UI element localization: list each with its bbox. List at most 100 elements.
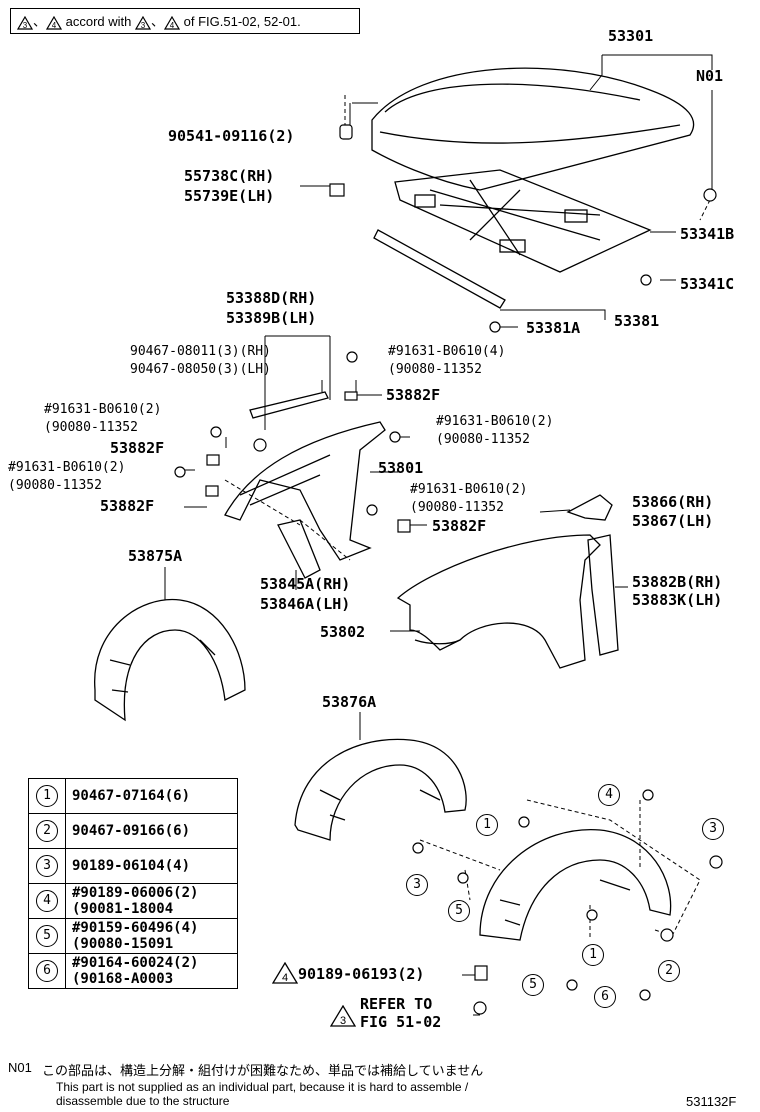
- legend-part: 90467-09166(6): [72, 823, 191, 839]
- callout-2: 2: [658, 960, 680, 982]
- label-91631-b0610-2a: #91631-B0610(2): [44, 402, 162, 417]
- fender-seal-drawing: [249, 391, 329, 419]
- clip-53381a: [489, 321, 501, 333]
- label-90080-11352-e: (90080-11352: [410, 500, 504, 515]
- callout-5a: 5: [448, 900, 470, 922]
- legend-alt-part: (90080-15091: [72, 936, 174, 952]
- label-53882f-c: 53882F: [100, 497, 155, 515]
- callout-1b: 1: [582, 944, 604, 966]
- label-91631-b0610-2b: #91631-B0610(2): [436, 414, 554, 429]
- clip-90467: [253, 438, 267, 452]
- label-90080-11352-d: (90080-11352: [8, 478, 102, 493]
- hood-panel-drawing: [371, 67, 695, 191]
- label-53802: 53802: [320, 623, 366, 641]
- header-reference-note: 3、4 accord with 3、4 of FIG.51-02, 52-01.: [10, 8, 360, 34]
- label-91631-b0610-2d: #91631-B0610(2): [410, 482, 528, 497]
- label-55738c: 55738C(RH): [184, 167, 275, 185]
- label-53341c: 53341C: [680, 275, 735, 293]
- label-90541-09116: 90541-09116(2): [168, 127, 295, 145]
- footer-english-note-1: This part is not supplied as an individu…: [56, 1080, 469, 1094]
- triangle-marker-icon: 4: [163, 15, 181, 30]
- legend-part: 90189-06104(4): [72, 858, 191, 874]
- clip-c2: [660, 928, 674, 942]
- clip-c5b: [566, 979, 578, 991]
- label-90080-11352-a: (90080-11352: [388, 362, 482, 377]
- label-53866: 53866(RH): [632, 493, 714, 511]
- header-text-fig: of FIG.51-02, 52-01.: [183, 14, 301, 29]
- washer-53882f-2: [206, 454, 220, 466]
- fender-liner-strip-drawing: [587, 534, 619, 656]
- header-text-accord: accord with: [65, 14, 132, 29]
- legend-part: 90467-07164(6): [72, 788, 191, 804]
- svg-text:3: 3: [23, 21, 28, 30]
- legend-row: 6 #90164-60024(2)(90168-A0003: [28, 953, 238, 989]
- front-fender-drawing: [396, 534, 601, 669]
- label-53882f-a: 53882F: [386, 386, 441, 404]
- svg-text:4: 4: [282, 972, 288, 984]
- figure-code: 531132F: [686, 1094, 737, 1109]
- bolt-91631-3: [174, 466, 186, 478]
- label-91631-b0610-2c: #91631-B0610(2): [8, 460, 126, 475]
- label-53882f-b: 53882F: [110, 439, 165, 457]
- fender-mount-bracket-drawing: [566, 494, 613, 521]
- label-53381: 53381: [614, 312, 660, 330]
- clip-53341c: [640, 274, 652, 286]
- legend-number: 4: [36, 890, 58, 912]
- legend-number: 3: [36, 855, 58, 877]
- clip-c6: [639, 989, 651, 1001]
- legend-row: 3 90189-06104(4): [28, 848, 238, 884]
- bolt-refer: [473, 1001, 487, 1015]
- label-90189-06193: 90189-06193(2): [298, 965, 425, 983]
- fender-bracket-drawing: [277, 519, 321, 579]
- legend-alt-part: (90168-A0003: [72, 971, 174, 987]
- triangle-marker-icon: 4: [45, 15, 63, 30]
- bolt-91631-5: [366, 504, 378, 516]
- label-53883k: 53883K(LH): [632, 591, 723, 609]
- label-53882b: 53882B(RH): [632, 573, 723, 591]
- hood-inner-frame-drawing: [394, 169, 652, 273]
- triangle-callout-3: 3: [330, 1005, 356, 1027]
- label-53389b: 53389B(LH): [226, 309, 317, 327]
- clip-c4a: [642, 789, 654, 801]
- footer-n01: N01: [8, 1060, 32, 1075]
- label-90467-08011: 90467-08011(3)(RH): [130, 344, 271, 359]
- label-91631-b0610-4: #91631-B0610(4): [388, 344, 506, 359]
- clip-n01: [703, 188, 717, 202]
- legend-alt-part: (90081-18004: [72, 901, 174, 917]
- separator: 、: [33, 14, 47, 29]
- washer-53882f-4: [397, 519, 411, 533]
- footer-english-note-2: disassemble due to the structure: [56, 1094, 230, 1108]
- washer-53882f-1: [344, 391, 358, 401]
- clip-c3b: [709, 855, 723, 869]
- clip-c1b: [586, 909, 598, 921]
- label-53876a: 53876A: [322, 693, 377, 711]
- legend-row: 4#90189-06006(2)(90081-18004: [28, 883, 238, 919]
- svg-text:3: 3: [141, 21, 146, 30]
- legend-part: #90164-60024(2): [72, 955, 199, 971]
- triangle-marker-icon: 3: [16, 15, 34, 30]
- clip-c3a: [412, 842, 424, 854]
- label-90080-11352-b: (90080-11352: [44, 420, 138, 435]
- label-53867: 53867(LH): [632, 512, 714, 530]
- wheel-liner-lower-drawing: [479, 829, 672, 941]
- callout-1a: 1: [476, 814, 498, 836]
- clip-c1a: [518, 816, 530, 828]
- clip-c5a: [457, 872, 469, 884]
- wheel-liner-front-drawing: [294, 738, 467, 841]
- bolt-91631-4: [389, 431, 401, 443]
- legend-number: 6: [36, 960, 58, 982]
- footer-japanese-note: この部品は、構造上分解・組付けが困難なため、単品では補給していません: [42, 1063, 484, 1078]
- triangle-marker-icon: 3: [134, 15, 152, 30]
- triangle-callout-4: 4: [272, 962, 298, 984]
- label-refer-fig: FIG 51-02: [360, 1013, 442, 1031]
- clip-90541: [339, 124, 353, 140]
- svg-text:4: 4: [52, 21, 57, 30]
- legend-number: 1: [36, 785, 58, 807]
- dashed-lines: [224, 95, 711, 941]
- svg-text:4: 4: [170, 21, 175, 30]
- clip-90189-06193: [474, 965, 488, 981]
- fender-apron-drawing: [224, 421, 386, 561]
- label-53341b: 53341B: [680, 225, 735, 243]
